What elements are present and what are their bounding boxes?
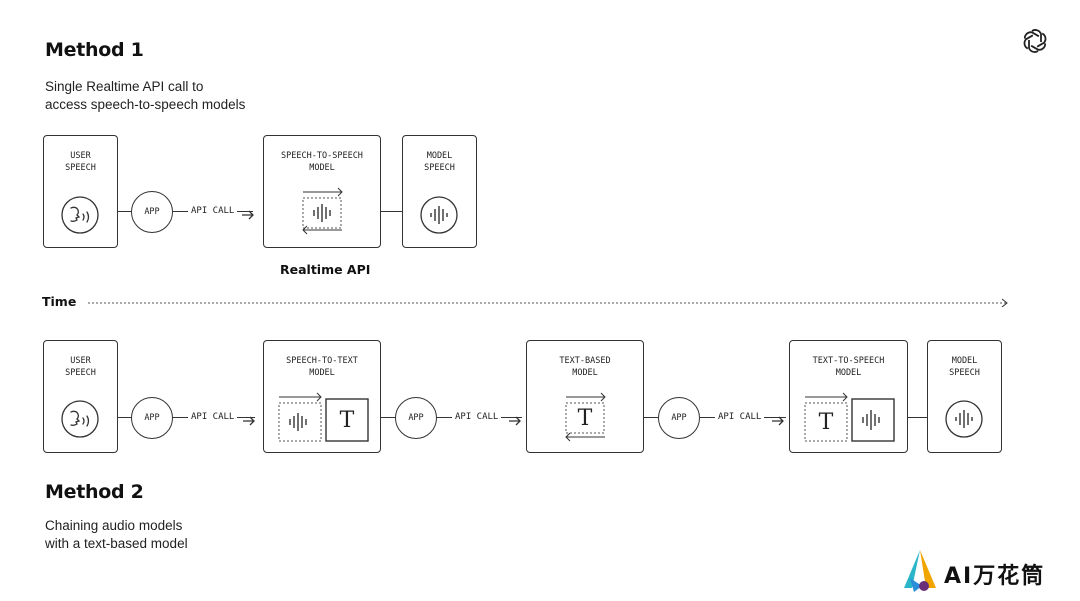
s2s-loop-icon	[300, 186, 346, 235]
realtime-api-caption: Realtime API	[280, 262, 371, 277]
s2s-model-box: SPEECH-TO-SPEECH MODEL	[263, 135, 381, 248]
app-label: APP	[671, 413, 687, 423]
method2-app-circle-1: APP	[131, 397, 173, 439]
m2-connector-7	[908, 417, 928, 418]
watermark-text: AI万花筒	[944, 564, 1046, 589]
openai-logo-icon	[1019, 25, 1051, 57]
timeline-arrow	[88, 296, 1013, 308]
text-model-label: TEXT-BASED MODEL	[559, 356, 611, 378]
user-speech-label: USER SPEECH	[65, 151, 96, 173]
text-loop-icon: T	[563, 391, 609, 443]
timeline-label: Time	[42, 294, 77, 309]
m2-user-speech-label: USER SPEECH	[65, 356, 96, 378]
app-label: APP	[408, 413, 424, 423]
watermark-logo-icon	[900, 548, 942, 594]
arrow-right-icon	[772, 413, 784, 426]
method2-model-speech-box: MODEL SPEECH	[927, 340, 1002, 453]
method1-description: Single Realtime API call to access speec…	[45, 78, 245, 114]
model-speech-label: MODEL SPEECH	[424, 151, 455, 173]
method1-app-circle: APP	[131, 191, 173, 233]
m2-model-speech-label: MODEL SPEECH	[949, 356, 980, 378]
arrow-right-icon	[242, 207, 254, 220]
method2-app-circle-2: APP	[395, 397, 437, 439]
method2-api-call-label-3: API CALL	[715, 412, 765, 422]
method2-description: Chaining audio models with a text-based …	[45, 517, 188, 553]
method2-api-call-label-1: API CALL	[188, 412, 238, 422]
connector-user-app	[117, 211, 132, 212]
stt-icon-group: T	[277, 391, 371, 443]
stt-model-box: SPEECH-TO-TEXT MODEL T	[263, 340, 381, 453]
s2s-model-label: SPEECH-TO-SPEECH MODEL	[281, 151, 363, 173]
connector-s2s-speech	[380, 211, 402, 212]
text-model-box: TEXT-BASED MODEL T	[526, 340, 644, 453]
stt-model-label: SPEECH-TO-TEXT MODEL	[286, 356, 358, 378]
text-t-icon: T	[818, 409, 834, 435]
arrow-right-icon	[243, 413, 255, 426]
method1-model-speech-box: MODEL SPEECH	[402, 135, 477, 248]
app-label: APP	[144, 207, 160, 217]
method2-app-circle-3: APP	[658, 397, 700, 439]
m2-connector-1	[117, 417, 132, 418]
method2-description-line1: Chaining audio models	[45, 518, 183, 533]
waveform-icon	[945, 400, 983, 438]
method1-title: Method 1	[45, 39, 144, 61]
m2-connector-3	[380, 417, 396, 418]
watermark: AI万花筒	[900, 548, 1072, 596]
method1-user-speech-box: USER SPEECH	[43, 135, 118, 248]
speaking-head-icon	[61, 196, 99, 234]
method1-description-line2: access speech-to-speech models	[45, 97, 246, 112]
speaking-head-icon	[61, 400, 99, 438]
method1-api-call-label: API CALL	[188, 206, 238, 216]
method2-title: Method 2	[45, 481, 144, 503]
text-t-icon: T	[339, 407, 355, 433]
method2-user-speech-box: USER SPEECH	[43, 340, 118, 453]
tts-icon-group: T	[803, 391, 897, 443]
arrow-right-icon	[509, 413, 521, 426]
method2-description-line2: with a text-based model	[45, 536, 188, 551]
waveform-icon	[420, 196, 458, 234]
m2-connector-5	[644, 417, 659, 418]
tts-model-label: TEXT-TO-SPEECH MODEL	[812, 356, 885, 378]
method1-description-line1: Single Realtime API call to	[45, 79, 204, 94]
text-t-icon: T	[577, 405, 593, 431]
method2-api-call-label-2: API CALL	[452, 412, 502, 422]
app-label: APP	[144, 413, 160, 423]
tts-model-box: TEXT-TO-SPEECH MODEL T	[789, 340, 908, 453]
